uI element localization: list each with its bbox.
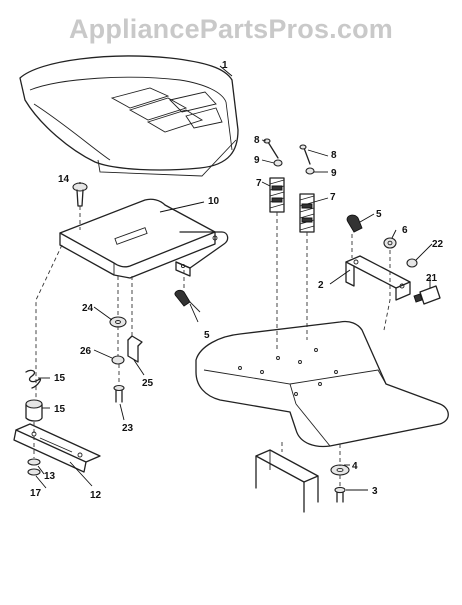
bracket-part-2: [345, 255, 411, 301]
callout-22: 22: [432, 239, 444, 250]
washer-part-24: [109, 316, 127, 328]
washer-part-4: [330, 464, 350, 476]
bushing-part-6: [383, 237, 397, 249]
callout-14: 14: [58, 174, 70, 185]
nut-part-22: [406, 258, 418, 268]
spring-part-7-right: [299, 193, 315, 233]
callout-6: 6: [402, 225, 408, 236]
callout-7-right: 7: [330, 192, 336, 203]
callout-17: 17: [30, 488, 42, 499]
knob-part: [72, 182, 88, 207]
fender-frame: [195, 320, 449, 448]
bushing-part-15: [25, 399, 43, 422]
callout-15-lower: 15: [54, 404, 66, 415]
switch-part-21: [413, 285, 441, 305]
nut-part-9-left: [273, 159, 283, 167]
callout-23: 23: [122, 423, 134, 434]
clip-part-right: [346, 214, 363, 233]
callout-5-left: 5: [204, 330, 210, 341]
callout-13: 13: [44, 471, 56, 482]
seat-pan-part: [59, 198, 229, 279]
spring-part-upper: [25, 369, 42, 389]
callout-7-left: 7: [256, 178, 262, 189]
nut-part-9-right: [305, 167, 315, 175]
callout-2: 2: [318, 280, 324, 291]
callout-24: 24: [82, 303, 94, 314]
washer-nut-part-13-17: [27, 458, 41, 476]
callout-12: 12: [90, 490, 102, 501]
watermark-text: AppliancePartsPros.com: [68, 14, 393, 44]
bolt-part-8-right: [299, 144, 311, 165]
seat-part: [19, 55, 239, 177]
spring-part-7-left: [269, 177, 285, 213]
callout-26: 26: [80, 346, 92, 357]
bolt-part-23: [113, 384, 125, 403]
bolt-part-8-left: [263, 138, 279, 159]
callout-10: 10: [208, 196, 220, 207]
bolt-part-3: [334, 486, 346, 503]
clip-part-left: [174, 289, 201, 313]
callout-5-right: 5: [376, 209, 382, 220]
callout-25: 25: [142, 378, 154, 389]
callout-1: 1: [222, 60, 228, 71]
callout-15-upper: 15: [54, 373, 66, 384]
callout-21: 21: [426, 273, 438, 284]
bracket-part-25: [127, 335, 143, 363]
nut-part-26: [111, 355, 125, 365]
callout-4: 4: [352, 461, 358, 472]
hinge-plate-part-12: [13, 423, 101, 473]
callout-3: 3: [372, 486, 378, 497]
callout-8-left: 8: [254, 135, 260, 146]
callout-9-left: 9: [254, 155, 260, 166]
frame-bracket: [255, 449, 319, 513]
callout-9-right: 9: [331, 168, 337, 179]
callout-8-right: 8: [331, 150, 337, 161]
